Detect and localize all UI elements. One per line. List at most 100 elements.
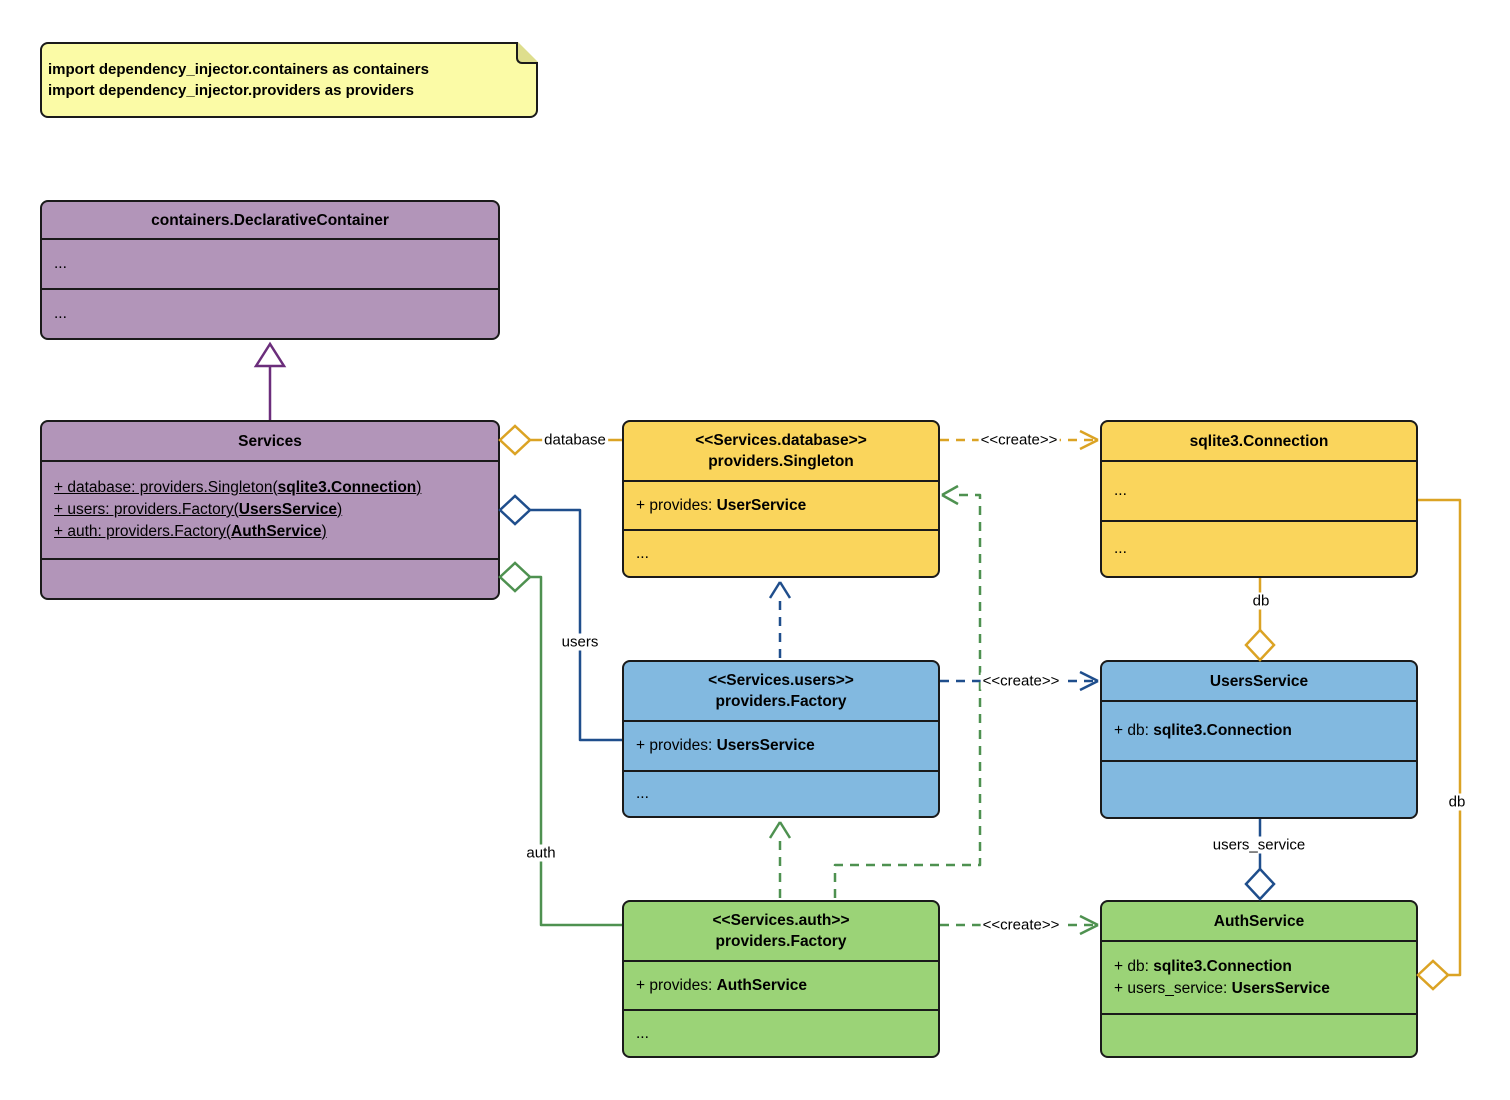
attr-prefix: + auth: providers.Factory( [54,523,232,540]
attr-type: sqlite3.Connection [1153,957,1292,975]
attr-prefix: + users: providers.Factory( [54,501,239,518]
attr-type: UsersService [238,501,338,518]
class-title: <<Services.auth>> providers.Factory [624,902,938,960]
attribute-db: + db: sqlite3.Connection [1114,720,1404,742]
attribute-provides: + provides: UserService [636,495,926,517]
attr-prefix: + provides: [636,496,717,514]
open-arrowhead-icon [941,484,959,506]
class-title: <<Services.database>> providers.Singleto… [624,422,938,480]
auth-aggregation-edge [498,561,622,927]
edge-label-create-auth: <<create>> [980,916,1062,934]
note-fold-corner-icon [516,42,538,64]
attribute-db: + db: sqlite3.Connection [1114,956,1404,978]
ellipsis-row: ... [54,255,67,272]
aggregation-diamond-icon [1244,628,1276,662]
methods-compartment [1102,1013,1416,1056]
aggregation-diamond-icon [498,494,532,526]
ellipsis-row: ... [636,785,649,802]
class-title: UsersService [1209,672,1309,690]
edge-label-users-service: users_service [1210,836,1308,854]
class-declarative-container: containers.DeclarativeContainer ... ... [40,200,500,340]
methods-compartment: ... [1102,520,1416,576]
attr-suffix: ) [337,501,343,518]
methods-compartment [1102,760,1416,817]
class-name: providers.Factory [715,693,847,710]
class-name: providers.Singleton [708,453,854,470]
ellipsis-row: ... [1114,482,1127,499]
factory-users-to-singleton-edge [768,581,792,658]
class-auth-service: AuthService + db: sqlite3.Connection + u… [1100,900,1418,1058]
methods-compartment: ... [624,1009,938,1056]
attribute-database: + database: providers.Singleton(sqlite3.… [54,477,486,499]
attributes-compartment: + provides: UserService [624,480,938,529]
attribute-auth: + auth: providers.Factory(AuthService) [54,521,486,543]
class-title: AuthService [1213,912,1305,930]
class-title: containers.DeclarativeContainer [151,211,389,229]
class-factory-auth: <<Services.auth>> providers.Factory + pr… [622,900,940,1058]
attr-prefix: + provides: [636,976,717,994]
attributes-compartment: ... [1102,460,1416,520]
users-aggregation-edge [498,494,622,742]
attributes-compartment: + provides: UsersService [624,720,938,770]
class-singleton-database: <<Services.database>> providers.Singleto… [622,420,940,578]
attr-prefix: + provides: [636,737,717,754]
attr-type: UserService [716,496,807,514]
attr-prefix: + users_service: [1114,979,1232,997]
attr-suffix: ) [416,479,422,496]
ellipsis-row: ... [54,305,67,322]
attribute-provides: + provides: AuthService [636,975,926,997]
ellipsis-row: ... [636,1024,649,1042]
attributes-compartment: ... [42,238,498,288]
class-title: <<Services.users>> providers.Factory [624,662,938,720]
edge-label-users: users [559,633,601,651]
aggregation-diamond-icon [1244,867,1276,901]
methods-compartment: ... [624,770,938,816]
edge-label-create-users: <<create>> [980,672,1062,690]
users-service-aggregation-edge [1244,819,1276,901]
attributes-compartment: + db: sqlite3.Connection [1102,700,1416,760]
attr-prefix: + db: [1114,722,1154,739]
attr-type: AuthService [716,976,808,994]
inheritance-triangle-icon [253,341,287,368]
aggregation-diamond-icon [498,424,532,456]
factory-auth-to-factory-users-edge [768,821,792,898]
open-arrowhead-icon [1079,429,1099,451]
edge-label-auth: auth [524,844,558,862]
note-line-1: import dependency_injector.containers as… [48,61,429,78]
attribute-provides: + provides: UsersService [636,735,926,757]
attributes-compartment: + db: sqlite3.Connection + users_service… [1102,940,1416,1013]
import-note: import dependency_injector.containers as… [40,42,538,118]
stereotype: <<Services.users>> [708,672,854,689]
attr-prefix: + database: providers.Singleton( [54,479,278,496]
db-aggregation-edge [1244,578,1276,662]
open-arrowhead-icon [1079,670,1099,692]
aggregation-diamond-icon [1416,959,1450,991]
class-sqlite3-connection: sqlite3.Connection ... ... [1100,420,1418,578]
class-title: sqlite3.Connection [1189,432,1329,450]
class-users-service: UsersService + db: sqlite3.Connection [1100,660,1418,819]
note-line-2: import dependency_injector.providers as … [48,82,414,99]
ellipsis-row: ... [1114,540,1127,557]
class-title: Services [238,432,302,450]
methods-compartment: ... [42,288,498,338]
attributes-compartment: + database: providers.Singleton(sqlite3.… [42,460,498,558]
attr-type: AuthService [231,523,322,540]
attr-type: UsersService [1231,979,1330,997]
open-arrowhead-icon [768,581,792,599]
aggregation-diamond-icon [498,561,532,593]
class-factory-users: <<Services.users>> providers.Factory + p… [622,660,940,818]
methods-compartment: ... [624,529,938,576]
inheritance-edge [253,341,287,420]
attribute-users: + users: providers.Factory(UsersService) [54,499,486,521]
stereotype: <<Services.database>> [695,432,867,449]
edge-label-db-right: db [1446,793,1468,811]
class-services: Services + database: providers.Singleton… [40,420,500,600]
edge-label-database: database [542,431,608,449]
attr-type: sqlite3.Connection [1153,722,1292,739]
ellipsis-row: ... [636,544,649,562]
attribute-users-service: + users_service: UsersService [1114,978,1404,1000]
attr-type: sqlite3.Connection [277,479,417,496]
attr-type: UsersService [716,737,815,754]
methods-compartment [42,558,498,598]
